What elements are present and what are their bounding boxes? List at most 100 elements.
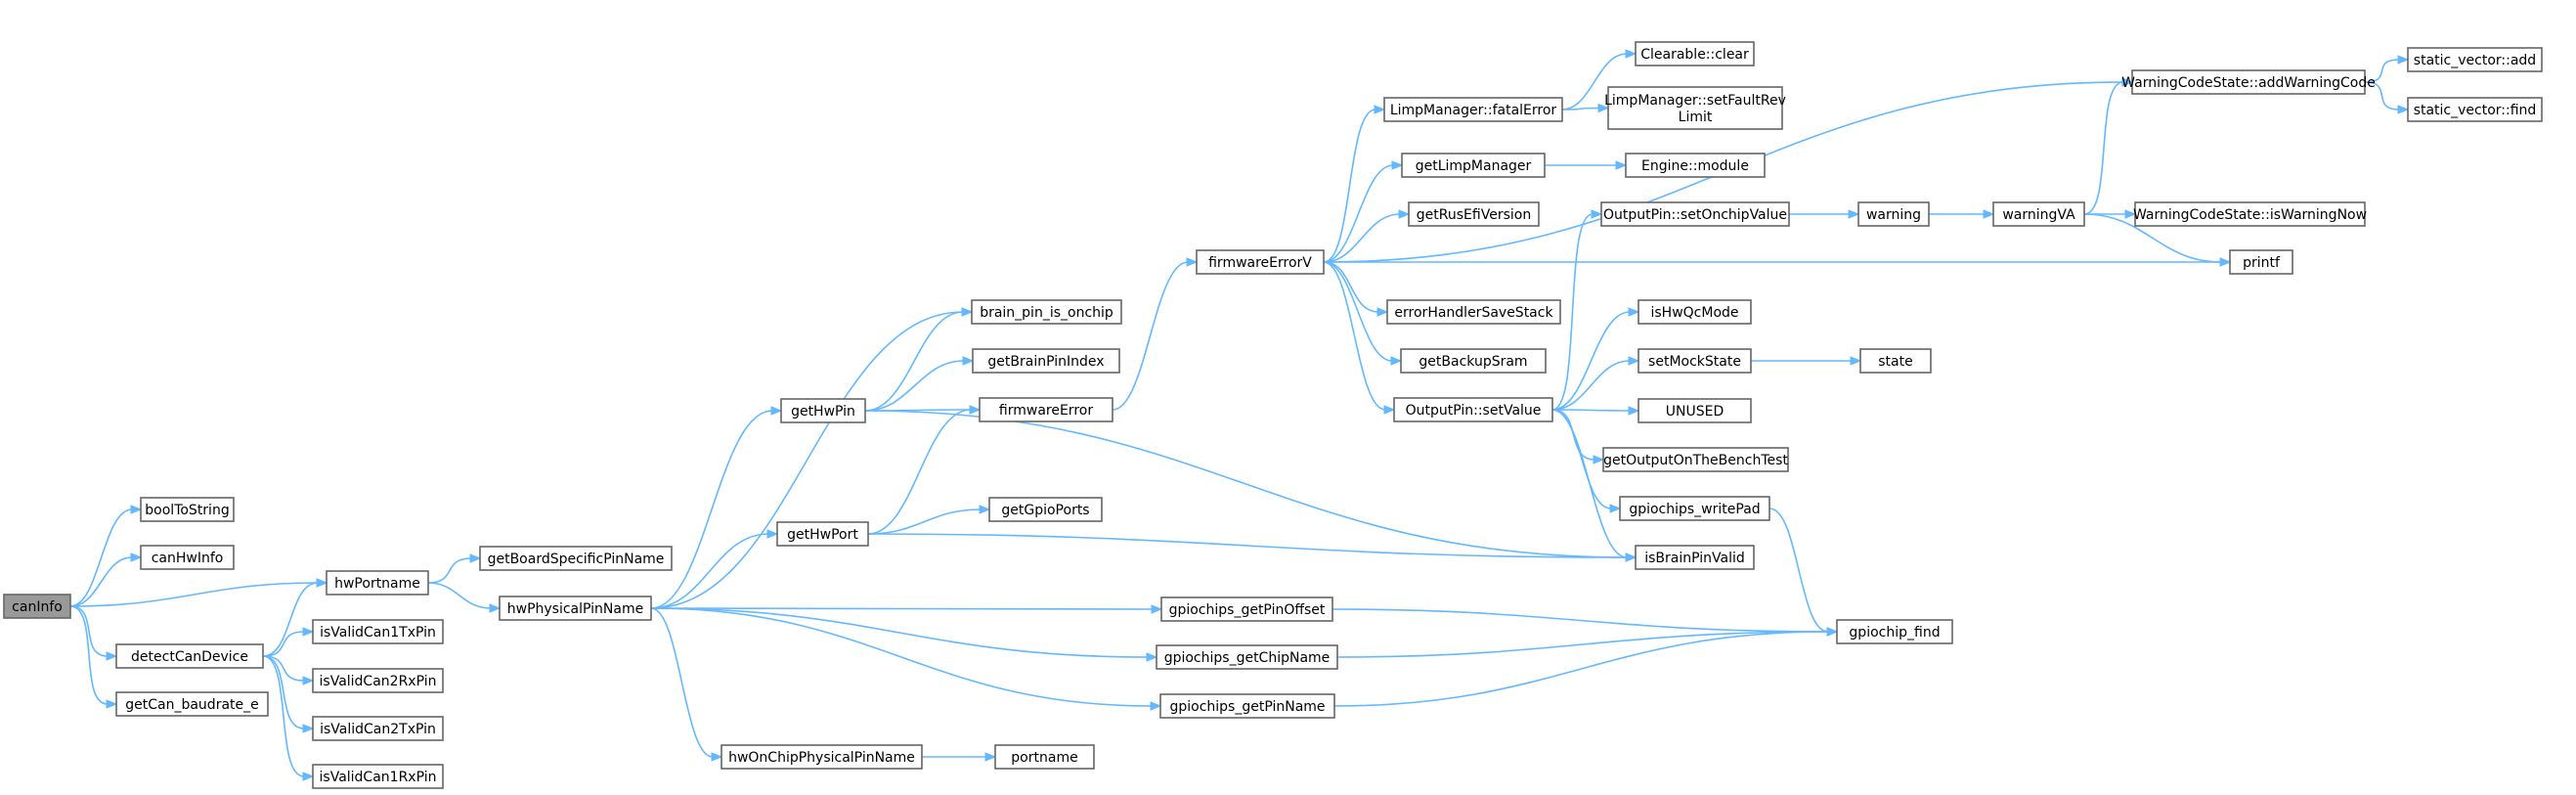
node-hwonchipphysicalpinname[interactable]: hwOnChipPhysicalPinName (720, 744, 923, 770)
arrowhead-icon (489, 603, 502, 613)
node-label: getBrainPinIndex (987, 354, 1104, 370)
edge-warningcodestate-addwarningcode-to-static-vector-add (2364, 59, 2400, 83)
node-canhwinfo[interactable]: canHwInfo (140, 545, 235, 570)
node-gethwport[interactable]: getHwPort (776, 521, 869, 547)
node-gpiochips-getpinoffset[interactable]: gpiochips_getPinOffset (1160, 596, 1333, 622)
node-ishwqcmode[interactable]: isHwQcMode (1637, 299, 1752, 325)
node-getrusefiversion[interactable]: getRusEfiVersion (1408, 201, 1540, 227)
arrowhead-icon (2124, 209, 2137, 219)
node-label: gpiochip_find (1849, 625, 1940, 640)
node-getlimpmanager[interactable]: getLimpManager (1401, 153, 1546, 178)
node-gpiochips-getchipname[interactable]: gpiochips_getChipName (1156, 644, 1338, 670)
arrowhead-icon (1376, 307, 1389, 317)
node-getoutputonthebenchtest[interactable]: getOutputOnTheBenchTest (1602, 447, 1789, 472)
node-gpiochips-getpinname[interactable]: gpiochips_getPinName (1159, 693, 1335, 719)
edge-limpmanager-fatalerror-to-clearable-clear (1561, 53, 1628, 110)
edge-hwphysicalpinname-to-gpiochips-getpinname (650, 607, 1153, 707)
node-gethwpin[interactable]: getHwPin (780, 398, 866, 423)
node-getgpioports[interactable]: getGpioPorts (988, 497, 1103, 522)
arrowhead-icon (1146, 652, 1158, 662)
node-outputpin-setonchipvalue[interactable]: OutputPin::setOnchipValue (1600, 201, 1790, 227)
edge-firmwareerrorv-to-getbackupsram (1323, 261, 1393, 362)
node-state[interactable]: state (1859, 348, 1932, 374)
node-label: static_vector::add (2414, 53, 2536, 68)
node-gpiochips-writepad[interactable]: gpiochips_writePad (1619, 496, 1770, 521)
edge-caninfo-to-getcan-baudrate-e (69, 605, 109, 705)
node-firmwareerrorv[interactable]: firmwareErrorV (1196, 249, 1325, 275)
node-detectcandevice[interactable]: detectCanDevice (115, 643, 264, 669)
node-label: firmwareError (999, 403, 1093, 419)
edge-gpiochips-writepad-to-gpiochip-find (1768, 508, 1829, 633)
node-outputpin-setvalue[interactable]: OutputPin::setValue (1393, 397, 1553, 422)
edge-gpiochips-getchipname-to-gpiochip-find (1336, 631, 1829, 658)
node-gpiochip-find[interactable]: gpiochip_find (1836, 619, 1953, 644)
arrowhead-icon (1625, 552, 1637, 562)
node-label: LimpManager::fatalError (1390, 103, 1557, 118)
node-hwphysicalpinname[interactable]: hwPhysicalPinName (499, 596, 652, 621)
edge-detectcandevice-to-isvalidcan2rxpin (262, 655, 305, 682)
node-warningcodestate-iswarningnow[interactable]: WarningCodeState::isWarningNow (2133, 201, 2367, 227)
node-booltostring[interactable]: boolToString (140, 497, 235, 522)
node-static-vector-add[interactable]: static_vector::add (2407, 47, 2543, 72)
node-getcan-baudrate-e[interactable]: getCan_baudrate_e (115, 691, 269, 717)
arrowhead-icon (1186, 257, 1199, 267)
node-box (1602, 447, 1789, 472)
edge-hwphysicalpinname-to-brain-pin-is-onchip (650, 311, 964, 609)
node-label: setMockState (1648, 354, 1741, 370)
node-hwportname[interactable]: hwPortname (326, 570, 429, 596)
node-label: isValidCan1TxPin (320, 625, 436, 640)
node-clearable-clear[interactable]: Clearable::clear (1635, 41, 1755, 66)
node-setmockstate[interactable]: setMockState (1637, 348, 1752, 374)
node-isvalidcan1txpin[interactable]: isValidCan1TxPin (312, 619, 444, 644)
node-engine-module[interactable]: Engine::module (1625, 153, 1766, 178)
node-box (115, 691, 269, 717)
edge-hwphysicalpinname-to-gpiochips-getpinoffset (650, 607, 1154, 610)
node-limpmanager-fatalerror[interactable]: LimpManager::fatalError (1383, 97, 1563, 122)
node-errorhandlersavestack[interactable]: errorHandlerSaveStack (1386, 299, 1561, 325)
edge-gethwport-to-firmwareerror (867, 409, 972, 535)
node-isvalidcan1rxpin[interactable]: isValidCan1RxPin (312, 764, 444, 789)
node-getbrainpinindex[interactable]: getBrainPinIndex (972, 348, 1120, 374)
node-box (326, 570, 429, 596)
arrowhead-icon (302, 676, 315, 685)
edge-hwphysicalpinname-to-gethwpin (650, 410, 773, 609)
node-box (140, 545, 235, 570)
node-box (140, 497, 235, 522)
node-box (312, 619, 444, 644)
node-caninfo[interactable]: canInfo (3, 594, 71, 619)
node-getbackupsram[interactable]: getBackupSram (1400, 348, 1547, 374)
arrowhead-icon (1848, 209, 1860, 219)
node-brain-pin-is-onchip[interactable]: brain_pin_is_onchip (971, 299, 1122, 325)
node-unused[interactable]: UNUSED (1637, 398, 1752, 423)
edge-warningva-to-warningcodestate-addwarningcode (2083, 81, 2124, 215)
node-box (720, 744, 923, 770)
node-isbrainpinvalid[interactable]: isBrainPinValid (1635, 545, 1755, 570)
node-box (988, 497, 1103, 522)
arrowhead-icon (469, 553, 482, 563)
node-box (1635, 545, 1755, 570)
node-box (1625, 153, 1766, 178)
node-label: canInfo (12, 599, 63, 615)
node-isvalidcan2txpin[interactable]: isValidCan2TxPin (312, 716, 444, 741)
node-getboardspecificpinname[interactable]: getBoardSpecificPinName (479, 546, 673, 571)
node-static-vector-find[interactable]: static_vector::find (2407, 97, 2543, 122)
node-label: errorHandlerSaveStack (1394, 305, 1553, 321)
node-warningva[interactable]: warningVA (1992, 201, 2085, 227)
node-warningcodestate-addwarningcode[interactable]: WarningCodeState::addWarningCode (2121, 69, 2376, 95)
edge-outputpin-setvalue-to-isbrainpinvalid (1551, 409, 1628, 558)
node-printf[interactable]: printf (2229, 249, 2293, 275)
edge-gethwpin-to-brain-pin-is-onchip (864, 311, 964, 412)
node-firmwareerror[interactable]: firmwareError (979, 397, 1113, 422)
node-box (115, 643, 264, 669)
arrowhead-icon (1374, 105, 1386, 114)
node-label: isValidCan1RxPin (320, 770, 437, 785)
node-portname[interactable]: portname (994, 744, 1095, 770)
arrowhead-icon (766, 529, 779, 539)
arrowhead-icon (1390, 356, 1403, 366)
node-box (1160, 596, 1333, 622)
node-label: gpiochips_getPinName (1169, 699, 1325, 715)
arrowhead-icon (1391, 160, 1404, 170)
node-isvalidcan2rxpin[interactable]: isValidCan2RxPin (312, 668, 444, 693)
node-warning[interactable]: warning (1857, 201, 1930, 227)
